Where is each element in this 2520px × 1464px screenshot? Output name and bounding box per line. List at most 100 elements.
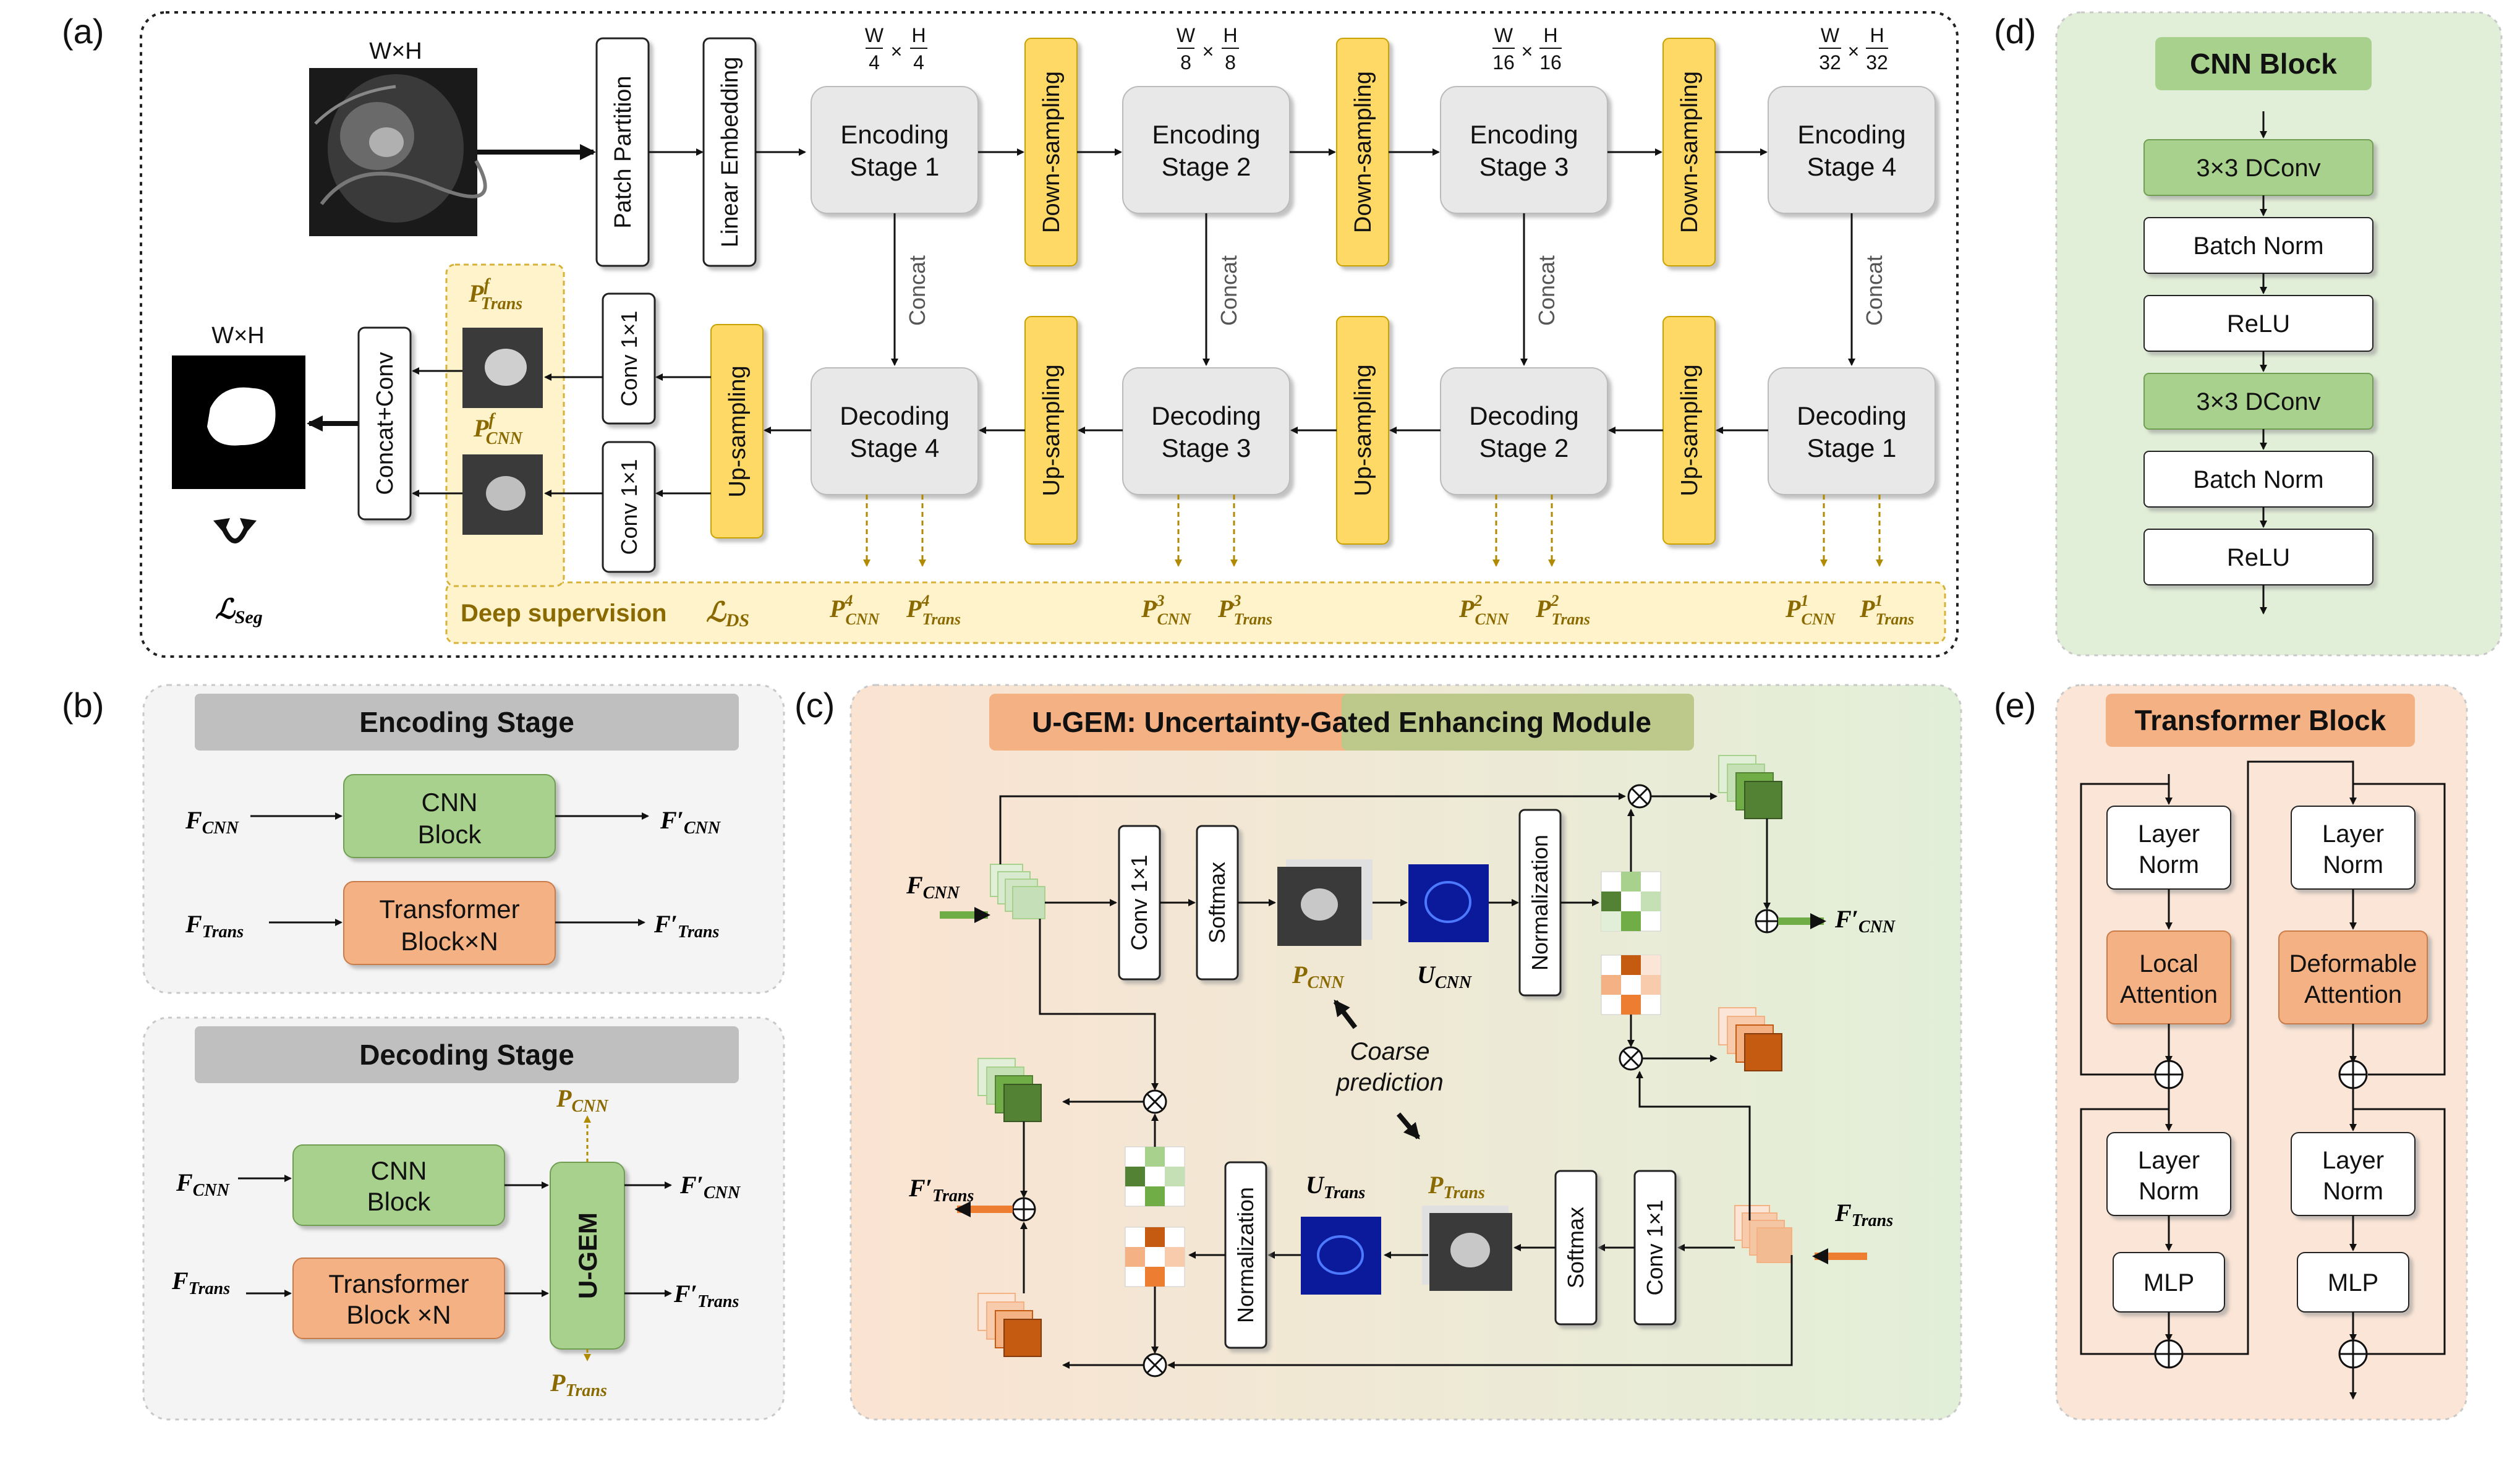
svg-text:Layer: Layer	[2138, 820, 2200, 848]
e-left-mlp: MLP	[2113, 1252, 2225, 1313]
c-normalization-trans: Normalization	[1224, 1161, 1267, 1349]
svg-text:MLP: MLP	[2143, 1269, 2194, 1296]
encoding-stage-3: Encoding Stage 3	[1440, 86, 1608, 214]
d-layer-2: Batch Norm	[2143, 217, 2373, 274]
svg-text:Encoding: Encoding	[1797, 120, 1905, 149]
svg-text:Conv 1×1: Conv 1×1	[616, 459, 642, 555]
decoding-stage-3: Decoding Stage 3	[1122, 367, 1290, 495]
c-f-prime-cnn: F′CNN	[1834, 905, 1896, 937]
d-layer-6: ReLU	[2143, 529, 2373, 585]
c-p-cnn-label: PCNN	[1292, 961, 1345, 992]
loss-cycle-icon	[213, 518, 257, 543]
svg-text:Encoding: Encoding	[1152, 120, 1260, 149]
svg-text:Block: Block	[367, 1187, 432, 1216]
c-f-cnn: FCNN	[906, 871, 961, 903]
svg-text:H: H	[1543, 24, 1557, 46]
svg-text:Layer: Layer	[2322, 820, 2384, 848]
c-u-trans-map	[1301, 1217, 1381, 1295]
svg-text:Up-sampling: Up-sampling	[1350, 364, 1376, 496]
svg-text:Down-sampling: Down-sampling	[1039, 71, 1065, 233]
svg-text:Decoding: Decoding	[1469, 401, 1578, 430]
svg-text:H: H	[1870, 24, 1884, 46]
svg-text:Encoding: Encoding	[840, 120, 948, 149]
svg-text:H: H	[1223, 24, 1237, 46]
svg-text:Attention: Attention	[2304, 981, 2402, 1008]
svg-text:Softmax: Softmax	[1563, 1207, 1588, 1288]
svg-text:Norm: Norm	[2323, 851, 2383, 879]
b-dec-f-cnn: FCNN	[176, 1168, 231, 1200]
c-normalization-cnn: Normalization	[1518, 809, 1562, 997]
decoding-stage-1: Decoding Stage 1	[1768, 367, 1936, 495]
c-f-trans: FTrans	[1834, 1199, 1893, 1230]
c-coarse-line2: prediction	[1335, 1069, 1443, 1096]
svg-text:Block ×N: Block ×N	[346, 1300, 451, 1329]
svg-text:ReLU: ReLU	[2227, 544, 2290, 571]
svg-text:Concat+Conv: Concat+Conv	[372, 352, 398, 495]
scale-label-3: W 16 × H 16	[1492, 24, 1562, 74]
svg-text:Transformer: Transformer	[328, 1269, 469, 1298]
ugem-title: U-GEM: Uncertainty-Gated Enhancing Modul…	[1032, 706, 1651, 738]
svg-text:Block×N: Block×N	[401, 927, 498, 956]
svg-text:W: W	[1177, 24, 1196, 46]
down-sampling-1: Down-sampling	[1024, 38, 1078, 266]
c-conv1x1-cnn: Conv 1×1	[1118, 825, 1161, 981]
conv1x1-trans-head: Conv 1×1	[602, 292, 656, 425]
b-dec-p-cnn: PCNN	[556, 1084, 609, 1116]
d-layer-1: 3×3 DConv	[2143, 139, 2373, 196]
cnn-block-title: CNN Block	[2190, 48, 2337, 80]
encoding-stage-title-box	[195, 694, 739, 751]
b-dec-f-prime-trans: F′Trans	[673, 1280, 739, 1311]
b-dec-cnn-block: CNN Block	[292, 1144, 505, 1226]
c-p-cnn-map	[1277, 859, 1373, 946]
svg-text:U-GEM: U-GEM	[573, 1212, 602, 1299]
c-conv1x1-trans: Conv 1×1	[1633, 1170, 1677, 1326]
svg-text:Conv 1×1: Conv 1×1	[1642, 1199, 1667, 1295]
c-left-green-grid	[1125, 1146, 1185, 1207]
svg-text:16: 16	[1539, 51, 1562, 74]
svg-text:H: H	[911, 24, 926, 46]
svg-text:Down-sampling: Down-sampling	[1350, 71, 1376, 233]
c-orange-gate-grid	[1601, 955, 1661, 1015]
d-layer-4: 3×3 DConv	[2143, 373, 2373, 430]
svg-text:4: 4	[869, 51, 880, 74]
c-f-trans-feature-stack	[1734, 1205, 1792, 1263]
svg-text:CNN: CNN	[371, 1156, 427, 1185]
svg-text:Decoding: Decoding	[1797, 401, 1906, 430]
svg-text:3×3 DConv: 3×3 DConv	[2196, 388, 2320, 415]
up-sampling-3: Up-sampling	[1024, 316, 1078, 545]
e-deformable-attention: Deformable Attention	[2278, 930, 2428, 1024]
b-dec-f-trans: FTrans	[171, 1267, 230, 1298]
svg-text:MLP: MLP	[2328, 1269, 2378, 1296]
decoding-stage-4: Decoding Stage 4	[811, 367, 979, 495]
cnn-block-title-box	[2155, 37, 2372, 90]
encoding-stage-title: Encoding Stage	[359, 706, 574, 738]
svg-text:Batch Norm: Batch Norm	[2193, 466, 2323, 493]
svg-text:Up-sampling: Up-sampling	[1677, 364, 1703, 496]
loss-seg-label: ℒSeg	[215, 594, 263, 628]
svg-text:32: 32	[1819, 51, 1841, 74]
c-f-cnn-feature-stack	[990, 864, 1045, 919]
b-enc-cnn-block: CNN Block	[343, 774, 556, 858]
down-sampling-2: Down-sampling	[1336, 38, 1389, 266]
p-cnn-f-image	[462, 454, 543, 535]
deep-supervision-label: Deep supervision	[461, 600, 666, 627]
svg-text:Conv 1×1: Conv 1×1	[616, 310, 642, 406]
scale-label-1: W 4 × H 4	[865, 24, 927, 74]
b-enc-f-trans: FTrans	[185, 910, 244, 942]
c-green-gate-grid	[1601, 871, 1661, 932]
svg-text:Layer: Layer	[2322, 1147, 2384, 1174]
decoding-stage-title: Decoding Stage	[359, 1039, 574, 1071]
scale-label-2: W 8 × H 8	[1177, 24, 1239, 74]
concat-conv-box: Concat+Conv	[357, 326, 412, 521]
input-mri-image	[309, 68, 487, 236]
up-sampling-2: Up-sampling	[1336, 316, 1389, 545]
svg-text:Stage 1: Stage 1	[850, 152, 940, 181]
concat-label-3: Concat	[1534, 255, 1559, 326]
